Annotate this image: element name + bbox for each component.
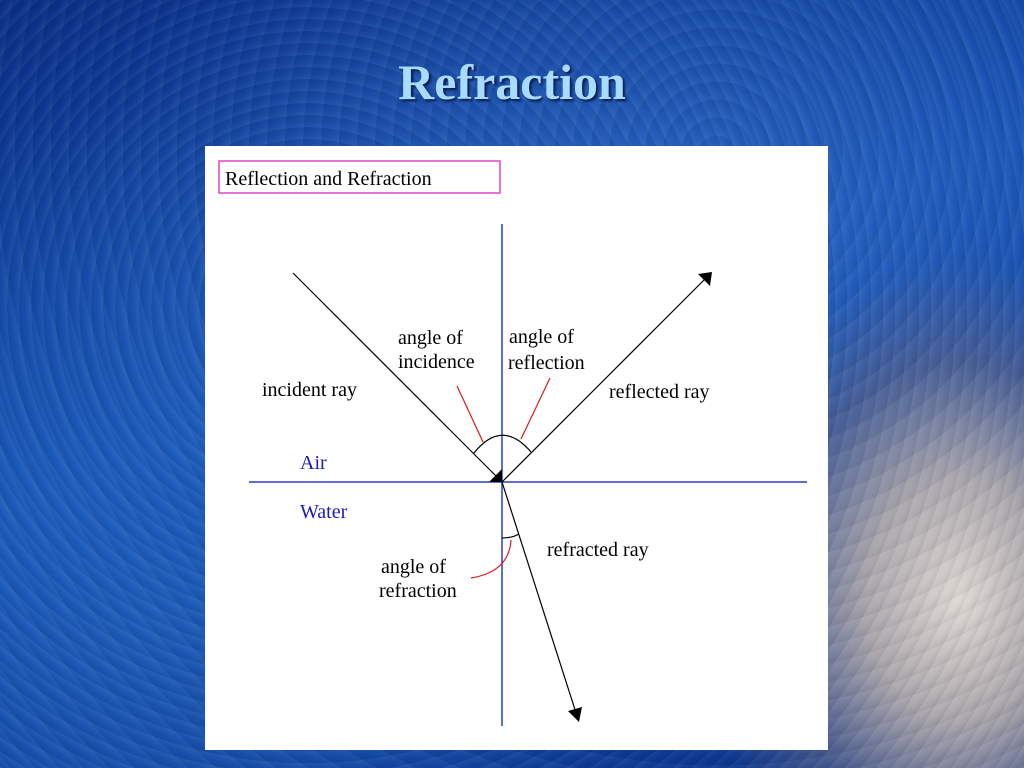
figure-panel: Reflection and Refraction angle of (205, 146, 828, 750)
incidence-pointer (456, 385, 484, 443)
reflected-ray (501, 273, 711, 483)
angle-of-reflection-label-line1: angle of (509, 326, 574, 348)
angle-of-reflection-label-line2: reflection (508, 352, 585, 374)
air-label: Air (300, 452, 327, 474)
incident-ray (292, 272, 503, 483)
water-label: Water (300, 501, 348, 523)
incident-ray-label: incident ray (262, 379, 357, 401)
angle-of-refraction-label-line2: refraction (379, 580, 457, 602)
angle-of-incidence-label-line2: incidence (398, 351, 475, 373)
reflected-ray-label: reflected ray (609, 381, 709, 403)
angle-arc-incidence-reflection (473, 434, 532, 454)
heading-box (218, 160, 501, 194)
angle-of-refraction-label-line1: angle of (381, 556, 446, 578)
refraction-diagram: Reflection and Refraction angle of (218, 160, 807, 726)
refracted-ray-arrowhead (568, 707, 582, 722)
refracted-ray (501, 481, 579, 720)
slide-title: Refraction (398, 54, 626, 110)
refraction-pointer (470, 539, 512, 579)
diagram-heading: Reflection and Refraction (225, 168, 432, 190)
angle-of-incidence-label-line1: angle of (398, 327, 463, 349)
reflected-ray-arrowhead (698, 272, 712, 286)
angle-arc-refraction (501, 533, 520, 539)
reflection-pointer (520, 377, 551, 440)
refracted-ray-label: refracted ray (547, 539, 649, 561)
incident-ray-arrowhead (489, 469, 502, 482)
